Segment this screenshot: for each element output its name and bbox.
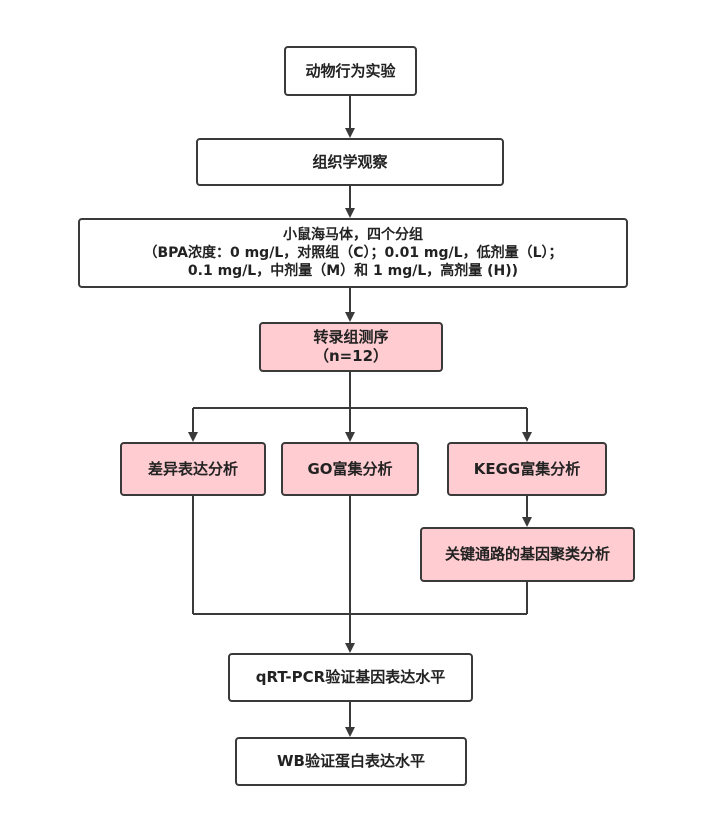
transcriptome-line-2: （n=12） xyxy=(313,347,389,365)
node-wb-validation: WB验证蛋白表达水平 xyxy=(235,737,467,786)
node-behavior-experiment: 动物行为实验 xyxy=(284,46,417,96)
node-qrt-pcr-validation: qRT-PCR验证基因表达水平 xyxy=(228,653,473,702)
node-groups: 小鼠海马体，四个分组 （BPA浓度：0 mg/L，对照组（C）；0.01 mg/… xyxy=(78,218,628,288)
node-transcriptome-sequencing: 转录组测序 （n=12） xyxy=(259,322,443,372)
node-histology: 组织学观察 xyxy=(196,138,504,186)
node-kegg-enrichment: KEGG富集分析 xyxy=(447,442,607,496)
node-differential-expression: 差异表达分析 xyxy=(120,442,266,496)
groups-line-1: 小鼠海马体，四个分组 xyxy=(283,226,423,243)
groups-line-3: 0.1 mg/L，中剂量（M）和 1 mg/L，高剂量 (H)) xyxy=(187,263,519,280)
node-key-pathway-clustering: 关键通路的基因聚类分析 xyxy=(420,527,635,582)
node-go-enrichment: GO富集分析 xyxy=(281,442,419,496)
groups-line-2: （BPA浓度：0 mg/L，对照组（C）；0.01 mg/L，低剂量（L）； xyxy=(143,244,563,261)
transcriptome-line-1: 转录组测序 xyxy=(313,327,389,346)
